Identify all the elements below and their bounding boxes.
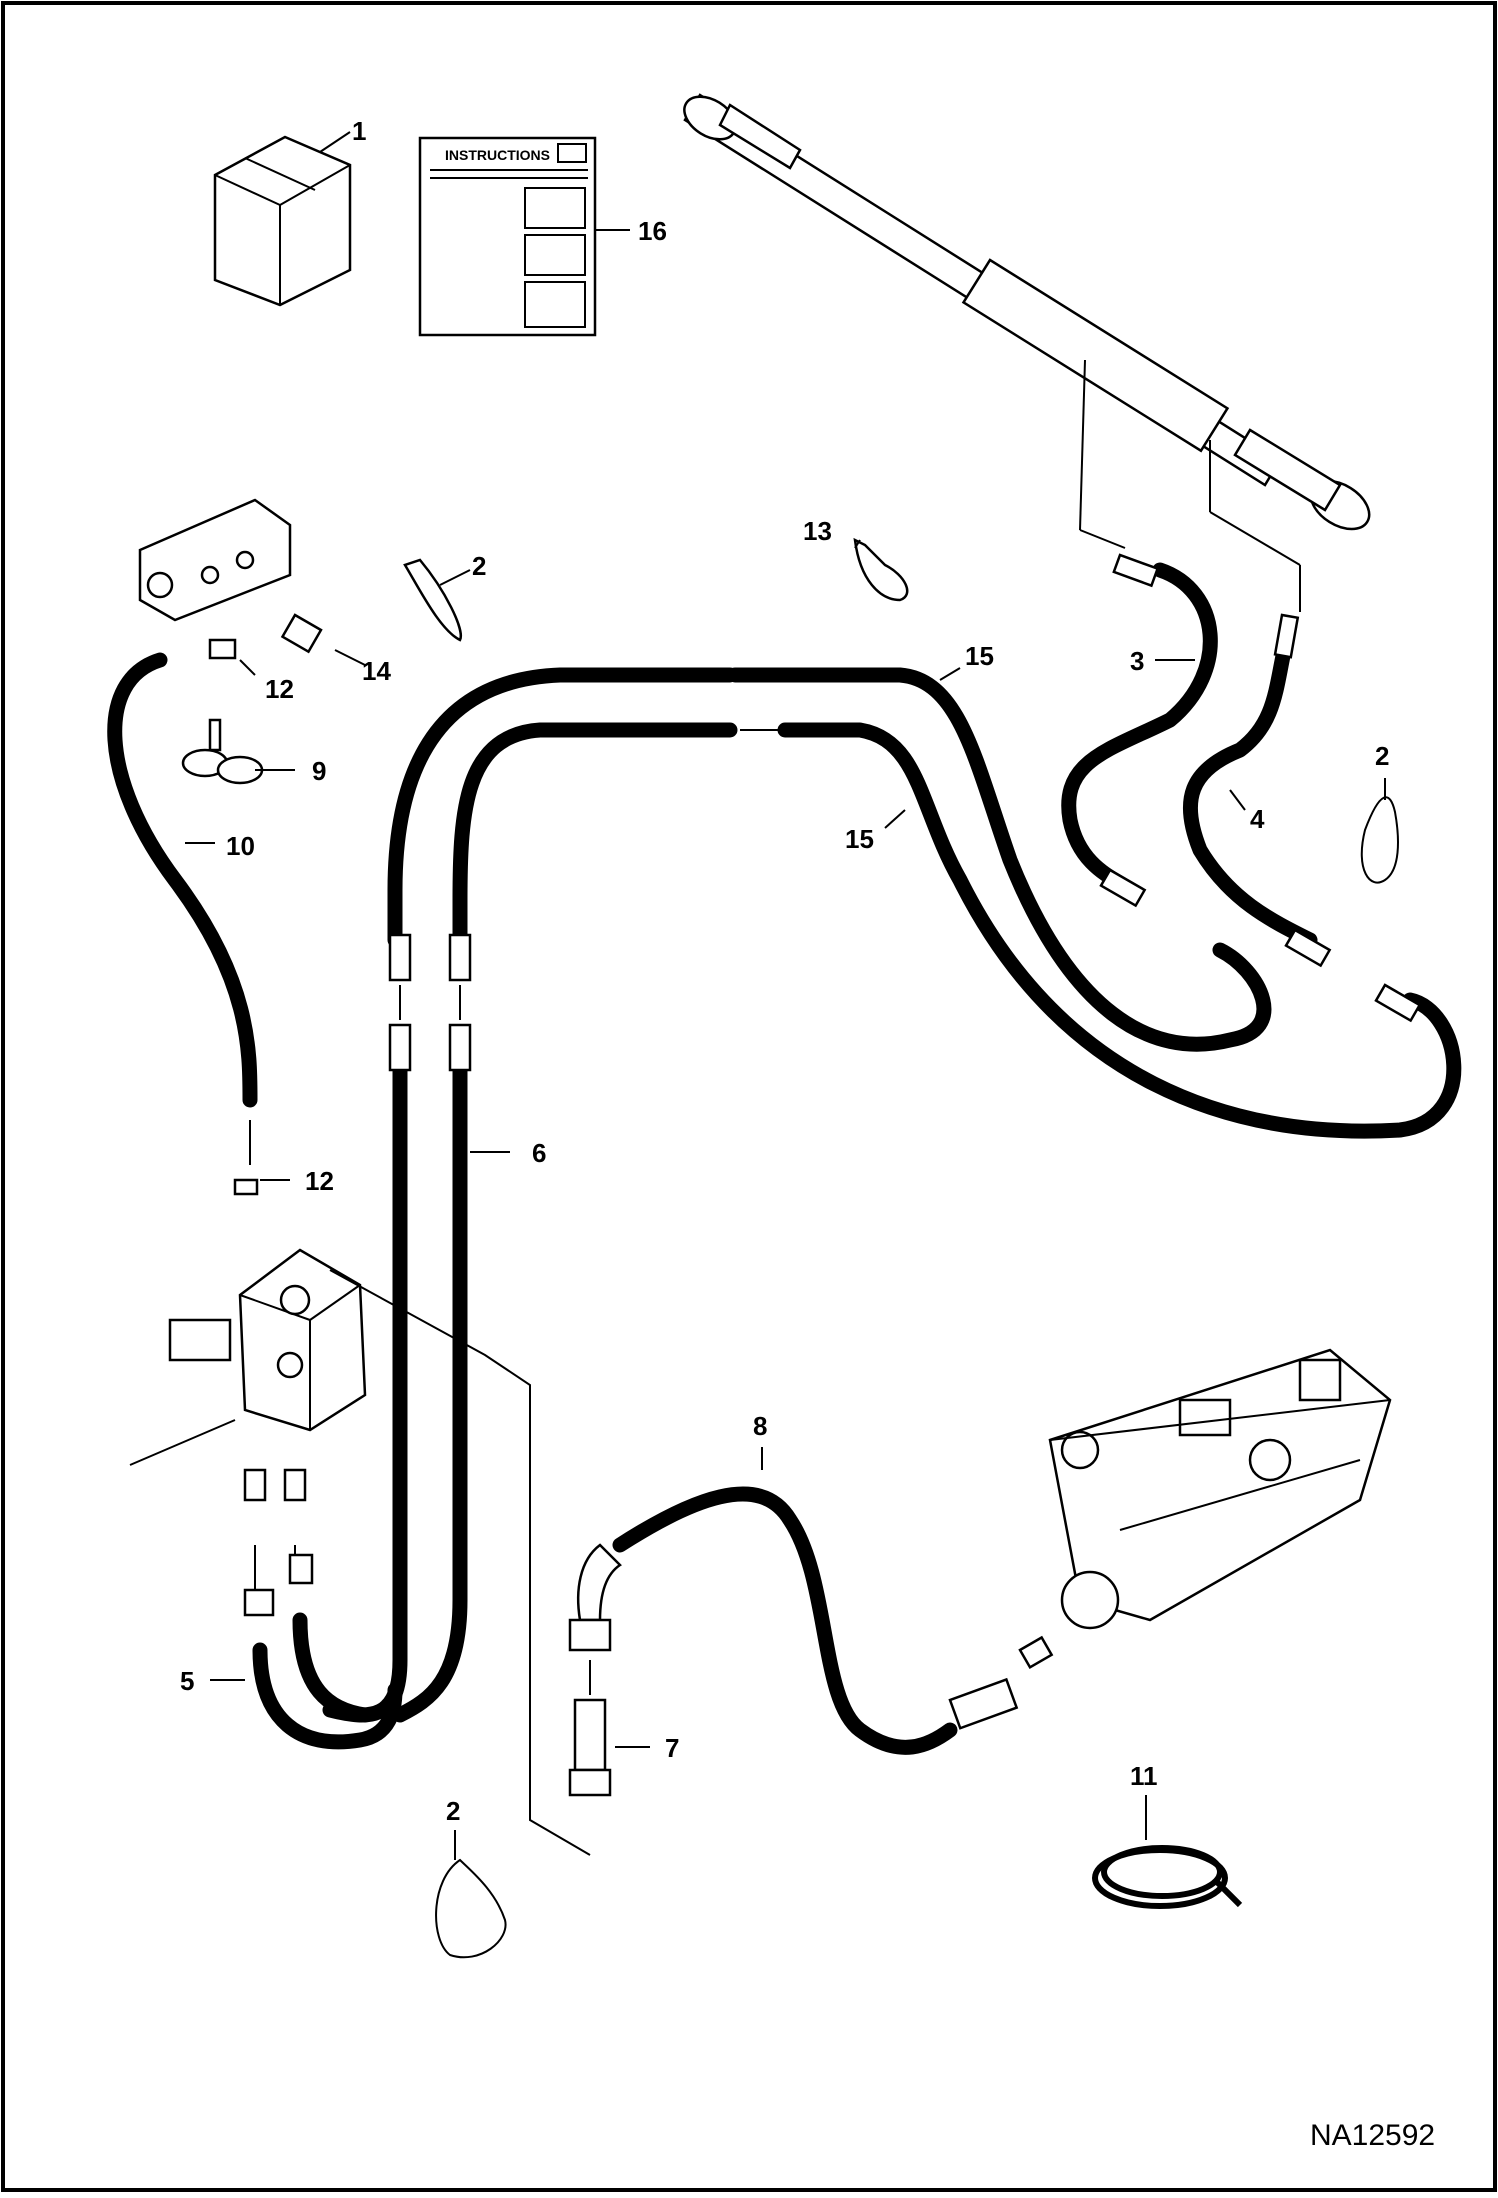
part-hydraulic-cylinder (683, 93, 1371, 612)
callout-11: 11 (1130, 1761, 1158, 1791)
hose-6-right (392, 1062, 468, 1723)
callout-2-bottom: 2 (446, 1796, 460, 1826)
part-cable-tie-right (1360, 796, 1399, 884)
part-clamps (181, 718, 264, 785)
callout-16: 16 (638, 216, 667, 246)
callout-10: 10 (226, 831, 255, 861)
callout-2-top: 2 (472, 551, 486, 581)
drawing-id: NA12592 (1310, 2119, 1435, 2152)
callout-1: 1 (352, 116, 366, 146)
hose-3 (1061, 562, 1218, 898)
hose-15-upper-left (387, 667, 738, 948)
callout-9: 9 (312, 756, 326, 786)
hose-5 (252, 1642, 403, 1750)
hose-15-lower-left (452, 722, 738, 948)
callout-15-lower: 15 (845, 824, 874, 854)
callout-8: 8 (753, 1411, 767, 1441)
callout-12-bottom: 12 (305, 1166, 334, 1196)
hose-10 (107, 652, 258, 1108)
part-cable-tie-bottom (435, 1858, 507, 1959)
part-valve-block-top (138, 498, 323, 660)
callout-13: 13 (803, 516, 832, 546)
part-cable-tie-top (403, 558, 463, 642)
hose-4 (1182, 617, 1318, 948)
callout-14: 14 (362, 656, 391, 686)
instructions-title: INSTRUCTIONS (445, 147, 550, 163)
part-box (213, 135, 352, 307)
hose-15-upper (727, 667, 1272, 1052)
callout-12-top: 12 (265, 674, 294, 704)
routing-guide (329, 1269, 591, 1856)
hose-5-inner (292, 1612, 373, 1723)
part-clip (853, 537, 909, 602)
hose-8 (612, 1486, 958, 1755)
hose-15-lower (777, 722, 1462, 1139)
part-coiled-hose (1092, 1845, 1243, 1909)
callout-15-upper: 15 (965, 641, 994, 671)
leader-lines (185, 131, 1386, 1860)
callout-5: 5 (180, 1666, 194, 1696)
part-valve-block (129, 1178, 367, 1590)
callout-2-right: 2 (1375, 741, 1389, 771)
callout-6: 6 (532, 1138, 546, 1168)
callout-labels: 1 16 2 13 14 12 9 10 15 15 3 4 2 6 12 8 … (180, 116, 1389, 1826)
part-instructions-sheet: INSTRUCTIONS (418, 136, 597, 337)
callout-4: 4 (1250, 804, 1265, 834)
callout-7: 7 (665, 1733, 679, 1763)
part-control-valve (1048, 1348, 1392, 1630)
callout-3: 3 (1130, 646, 1144, 676)
